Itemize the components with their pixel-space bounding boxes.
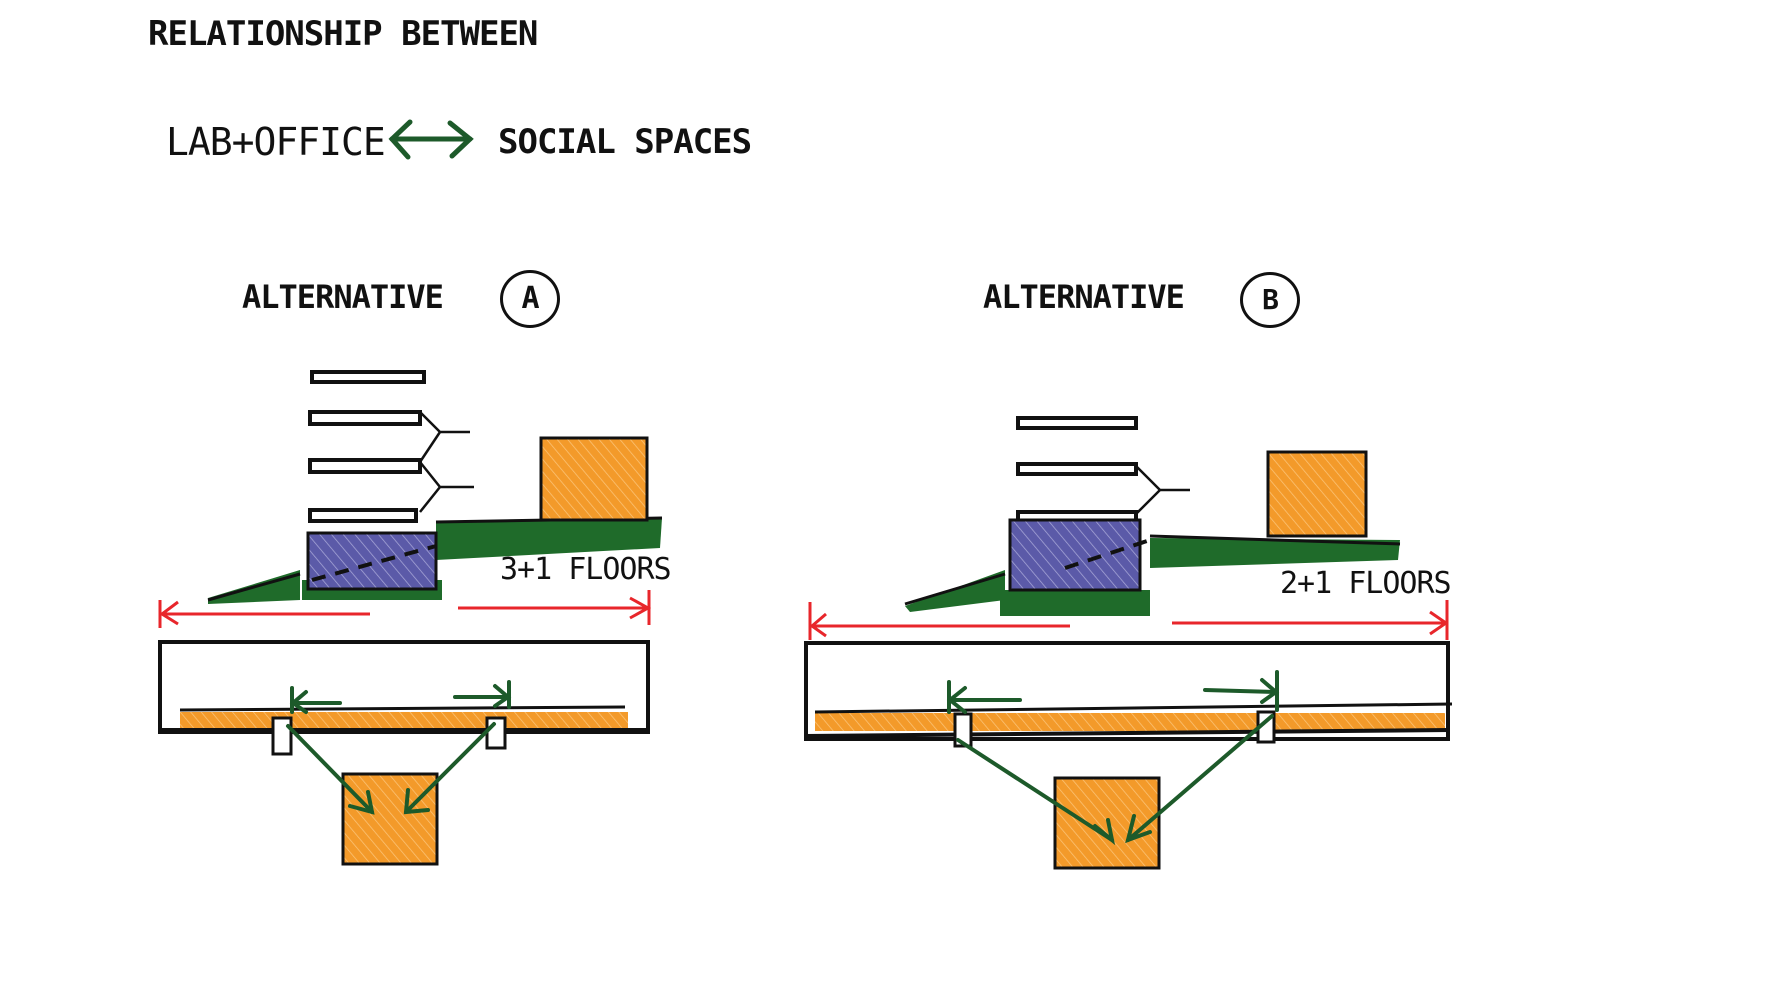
alternative-b-floors-label: 2+1 FLOORS — [1280, 566, 1452, 601]
social-space-block — [539, 436, 649, 522]
diagram-title: RELATIONSHIP BETWEEN — [148, 14, 538, 54]
circulation-arrow-icon — [946, 670, 1280, 846]
connector-bracket — [418, 411, 474, 513]
dashed-ramp-line — [311, 544, 437, 582]
alternative-a-section — [158, 370, 663, 866]
social-space-block — [1266, 450, 1368, 538]
circulation-arrow-icon — [286, 680, 512, 815]
floor-slab — [308, 370, 426, 523]
lab-office-block — [306, 531, 438, 591]
plan-building-bar — [804, 641, 1453, 741]
plan-connector — [485, 716, 507, 750]
lab-office-label: LAB+OFFICE — [166, 120, 386, 164]
alternative-a-badge: A — [500, 270, 560, 328]
plan-connector — [271, 716, 293, 756]
floor-slab — [1016, 416, 1138, 524]
connector-bracket — [1135, 465, 1190, 515]
lab-office-block — [1008, 518, 1142, 592]
alternative-a-floors-label: 3+1 FLOORS — [500, 552, 672, 587]
plan-building-bar — [158, 640, 650, 734]
alternative-b-label: ALTERNATIVE — [983, 278, 1185, 316]
plan-social-space — [341, 772, 439, 866]
dimension-line — [158, 590, 652, 628]
relation-double-arrow-icon — [388, 119, 474, 160]
alternative-a-label: ALTERNATIVE — [242, 278, 444, 316]
alternative-b-section — [804, 416, 1453, 870]
alternative-b-badge: B — [1240, 272, 1300, 328]
social-spaces-label: SOCIAL SPACES — [498, 122, 752, 162]
plan-connector — [953, 712, 973, 748]
ground-line — [1149, 534, 1401, 546]
dashed-ramp-line — [1064, 538, 1151, 570]
ground-landscape — [905, 538, 1400, 616]
ramp-line — [207, 572, 301, 602]
ramp-line — [904, 572, 1006, 606]
dimension-line — [808, 600, 1449, 640]
